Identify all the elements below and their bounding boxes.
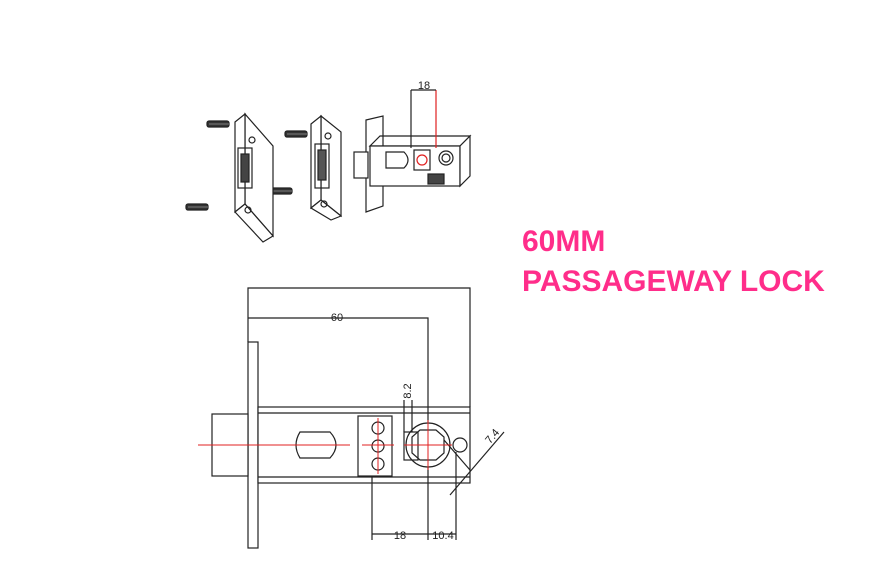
- overall-bracket: [247, 287, 471, 407]
- dimension-7-4-label: 7.4: [483, 427, 502, 446]
- title-size: 60MM: [522, 225, 606, 258]
- latch-assembly: [353, 115, 472, 213]
- dimension-60-line: [248, 317, 429, 422]
- strike-plate: [234, 112, 274, 243]
- dimension-top-18: [410, 89, 437, 148]
- screw-top-left: [206, 120, 230, 128]
- exploded-view: [185, 89, 472, 243]
- dimension-top-label: 18: [418, 80, 430, 92]
- screw-plate: [357, 415, 393, 477]
- title-type: PASSAGEWAY LOCK: [522, 265, 825, 298]
- centerlines: [198, 418, 452, 474]
- dimension-60-label: 60: [331, 312, 343, 324]
- strike-box: [309, 114, 343, 221]
- screw-top-middle: [284, 130, 308, 138]
- dimension-18-label: 18: [394, 530, 406, 542]
- mount-hole: [452, 437, 468, 453]
- screw-bottom-left: [185, 203, 209, 211]
- side-view: [211, 287, 505, 549]
- dimension-8-2-label: 8.2: [402, 383, 414, 398]
- product-title: 60MM PASSAGEWAY LOCK: [522, 222, 825, 302]
- dimension-10-4-label: 10.4: [432, 530, 453, 542]
